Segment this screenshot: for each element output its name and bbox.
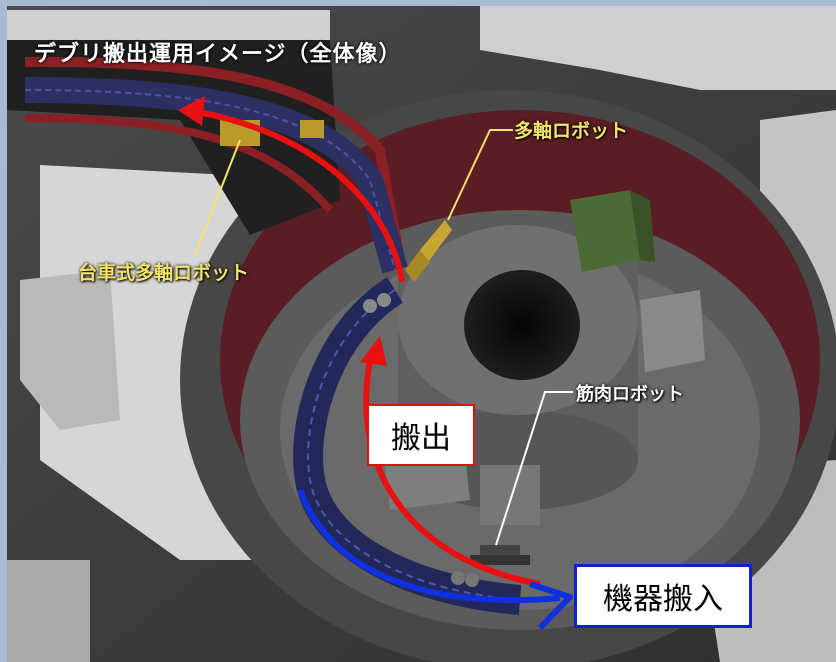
carry-out-arrow-upper [197, 109, 405, 283]
frame-border-left [0, 0, 7, 662]
callout-equipment-carry-in: 機器搬入 [574, 564, 752, 628]
leader-muscle-robot [495, 391, 573, 546]
diagram-title: デブリ搬出運用イメージ（全体像） [34, 42, 402, 67]
label-muscle-robot: 筋肉ロボット [576, 384, 684, 405]
rail-inner [24, 114, 334, 213]
rail-outer [24, 56, 405, 261]
label-cart-multi-axis-robot: 台車式多軸ロボット [78, 262, 250, 284]
building-block-left-face [20, 270, 120, 430]
green-equipment [570, 190, 640, 272]
building-block-top-right [480, 6, 836, 90]
equipment-right [640, 290, 705, 372]
pedestal-opening [464, 270, 580, 380]
equipment-lower-block [480, 465, 540, 525]
multi-axis-robot-arm [420, 220, 452, 262]
building-block-bottom-left [7, 560, 90, 662]
callout-carry-out: 搬出 [367, 404, 475, 466]
leader-cart-robot [194, 139, 241, 256]
leader-multi-axis-robot [447, 129, 513, 221]
label-multi-axis-robot: 多軸ロボット [514, 120, 629, 142]
carry-out-arrow-lower [363, 359, 541, 587]
frame-border-top [0, 0, 836, 6]
carry-in-arrow [297, 488, 561, 604]
